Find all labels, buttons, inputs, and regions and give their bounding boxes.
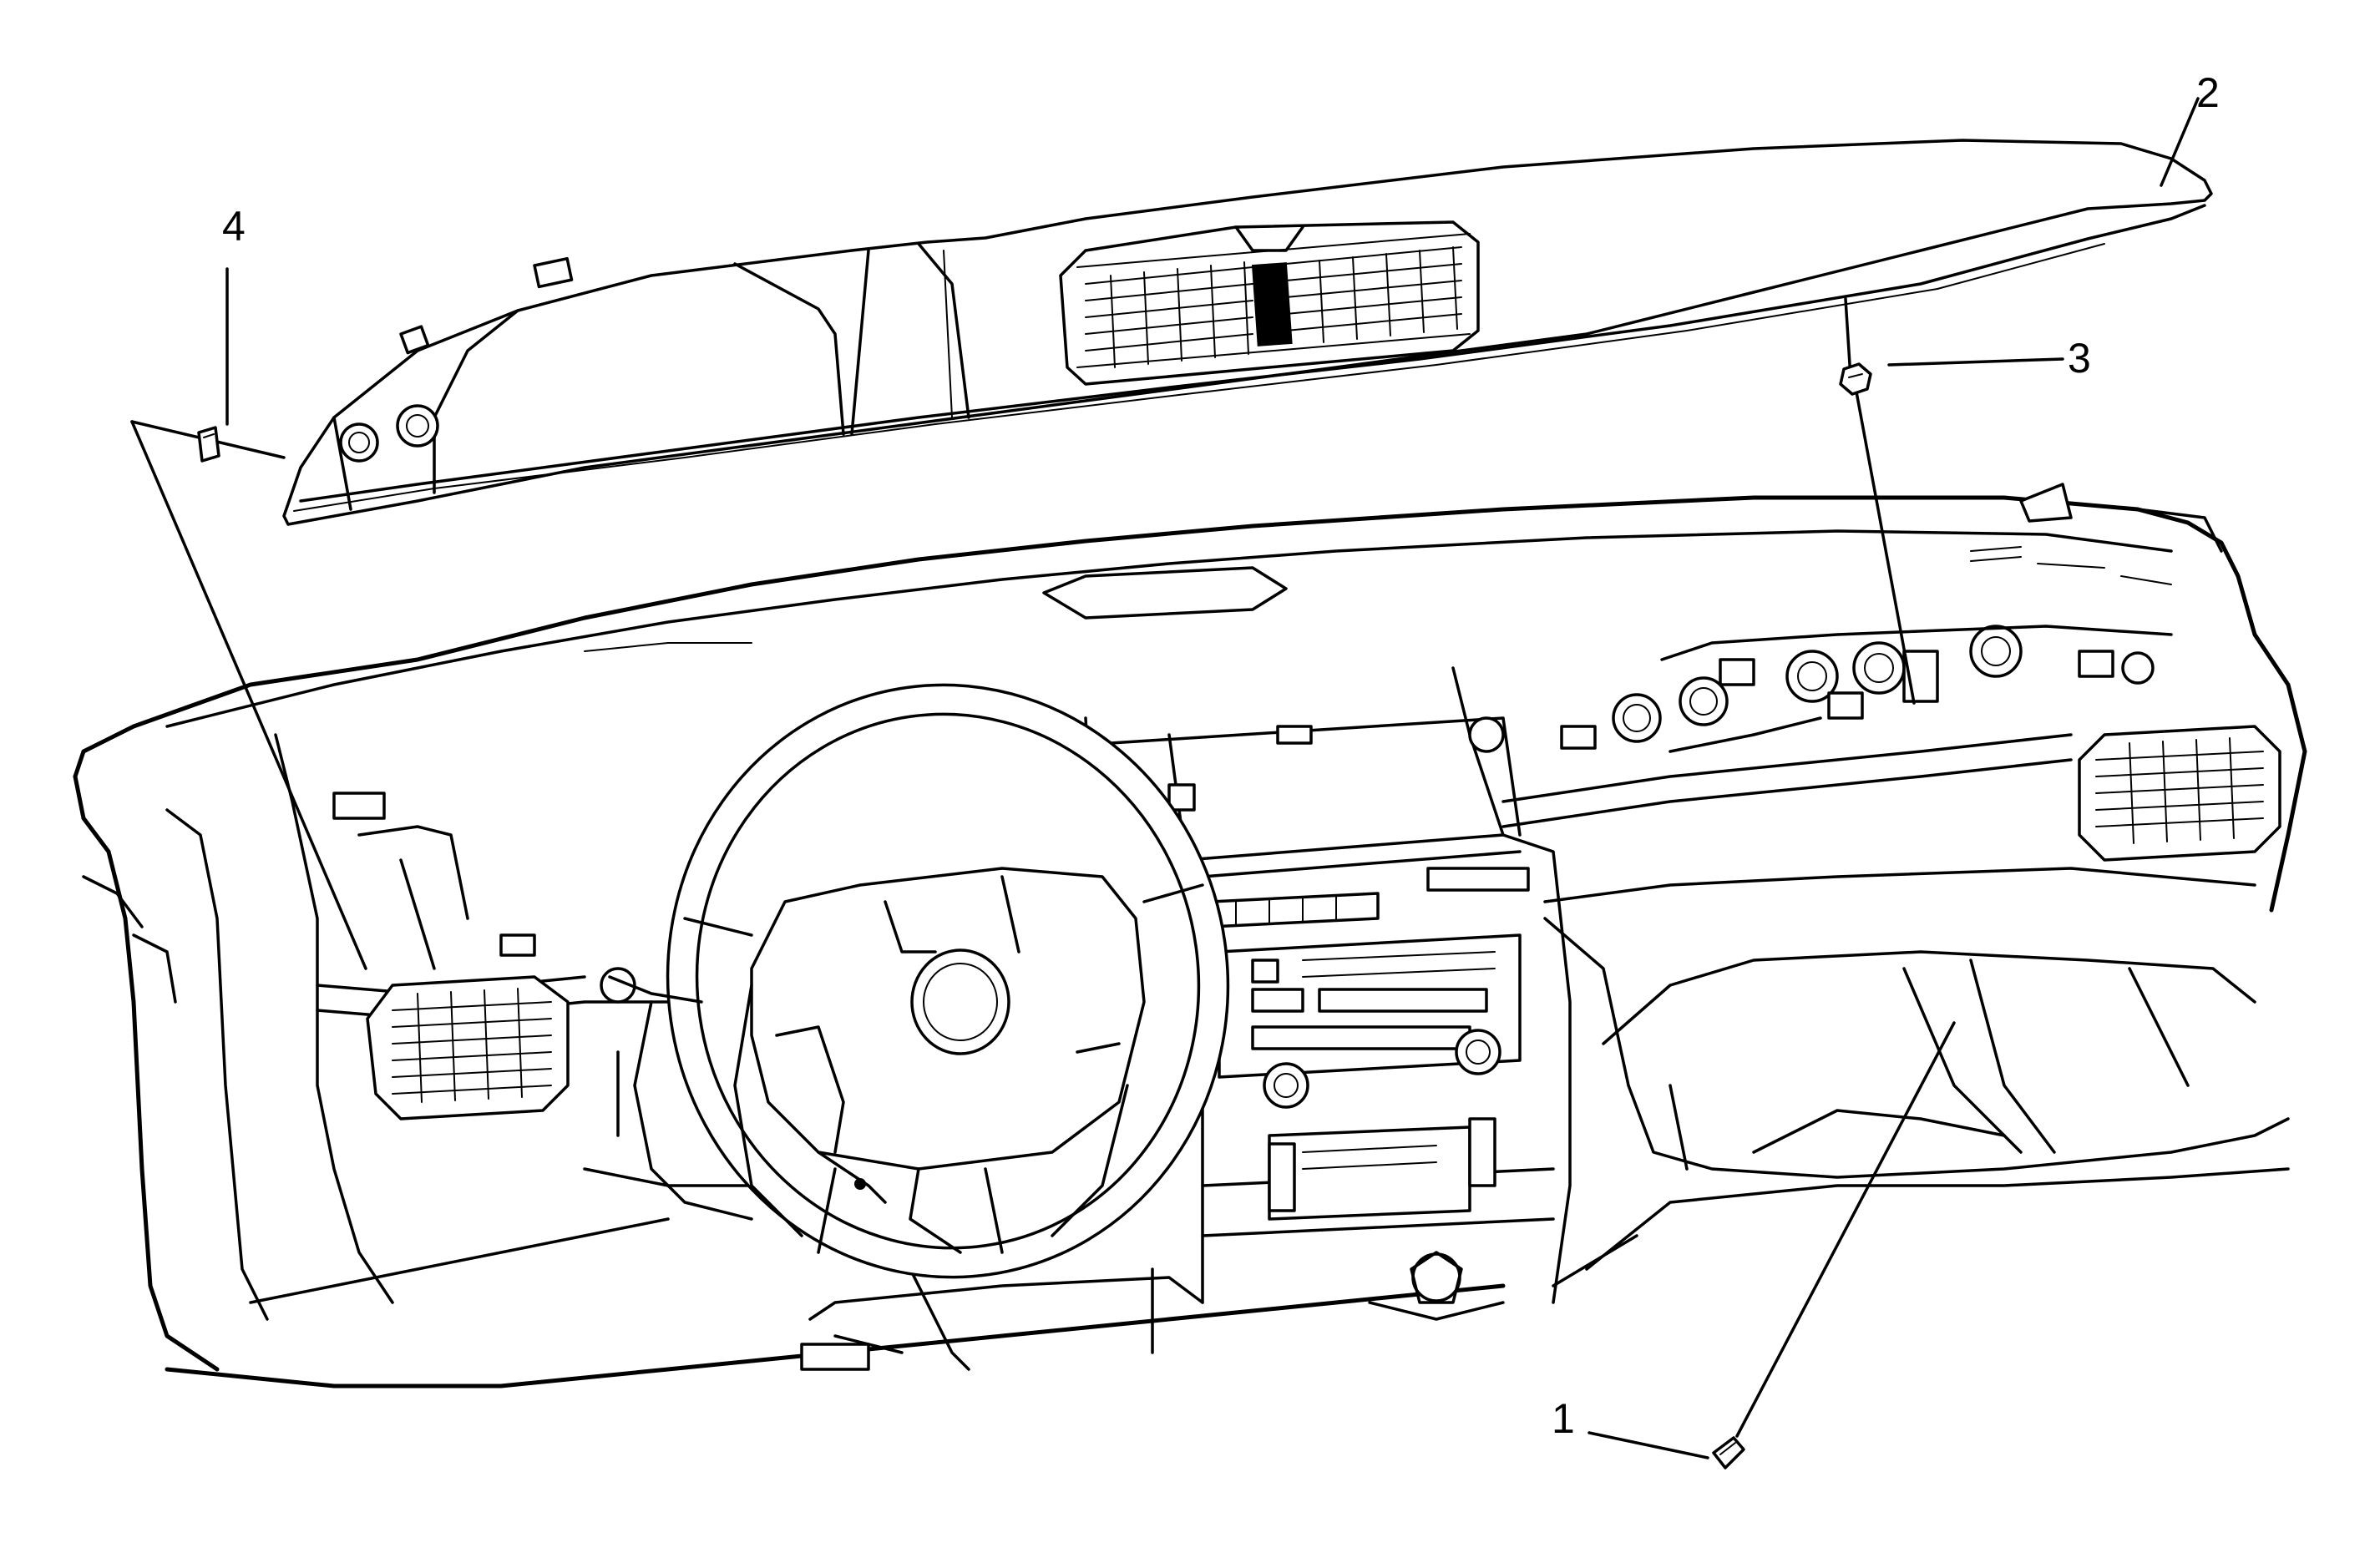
callout-4: 4 [222, 203, 246, 250]
callouts: 2 4 3 1 [222, 69, 2220, 1442]
right-vent-louvers [2095, 737, 2264, 844]
fasteners [197, 362, 1872, 1469]
leader-lines [130, 97, 2200, 1459]
instrument-panel [73, 483, 2307, 1389]
steering-wheel [608, 683, 1230, 1279]
retainer-clip-icon [197, 426, 220, 463]
left-vent-louvers [392, 988, 552, 1103]
upper-trim-panel [282, 139, 2213, 526]
nut-icon [1839, 362, 1872, 396]
screw-icon [1712, 1436, 1745, 1469]
callout-1: 1 [1552, 1395, 1575, 1442]
radio-buttons [1251, 988, 1488, 1050]
callout-2: 2 [2196, 69, 2220, 116]
center-vent-louvers [1085, 246, 1462, 368]
callout-3: 3 [2068, 335, 2091, 382]
